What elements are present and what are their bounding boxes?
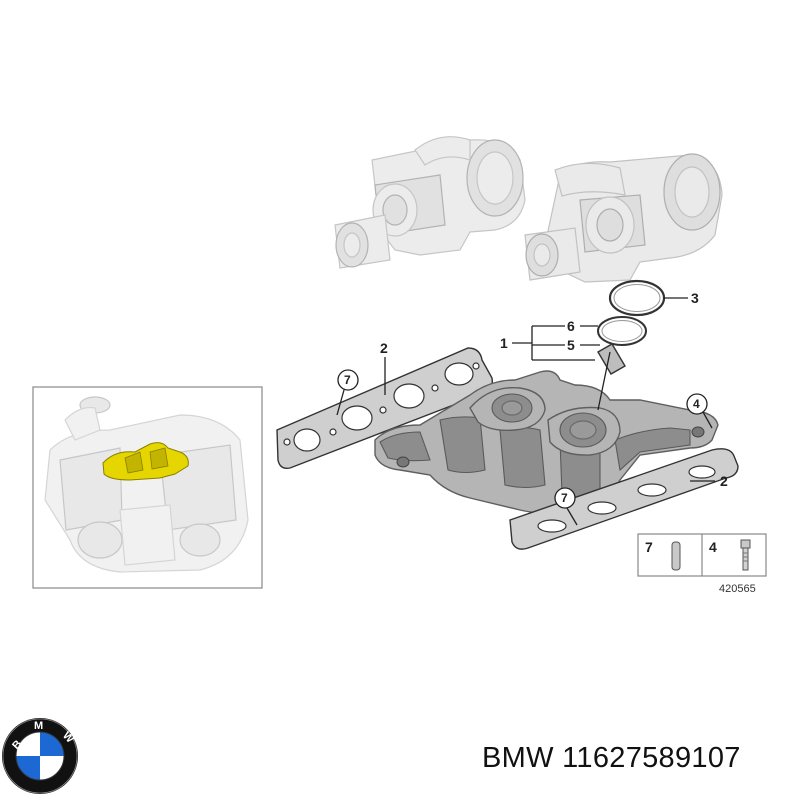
- sealing-ring-small: [597, 316, 647, 346]
- v-clamp: [597, 343, 626, 375]
- callout-5: 5: [567, 337, 575, 353]
- engine-inset: [32, 386, 263, 589]
- gasket-right: [509, 448, 739, 550]
- callout-2-right: 2: [720, 473, 728, 489]
- callout-3-group: 3: [664, 290, 699, 306]
- legend-item-7: 7: [645, 539, 653, 555]
- callout-2-top: 2: [380, 340, 388, 356]
- turbocharger-right: [524, 153, 723, 283]
- stud-bolt-icon: [740, 539, 751, 571]
- callout-2-top-group: 2: [380, 340, 388, 395]
- small-parts-legend: 7 4 420565: [637, 533, 767, 595]
- gasket-left: [276, 347, 493, 470]
- part-number-caption: BMW 11627589107: [482, 742, 741, 774]
- svg-text:M: M: [34, 720, 43, 732]
- exhaust-manifold: [374, 370, 719, 514]
- callout-2-right-group: 2: [690, 473, 728, 489]
- callout-7-bottom: 7: [561, 491, 568, 505]
- callout-6: 6: [567, 318, 575, 334]
- callout-1: 1: [500, 335, 508, 351]
- callout-7-bottom-group: 7: [554, 487, 578, 526]
- dowel-pin-icon: [671, 541, 681, 571]
- diagram-reference-code: 420565: [719, 583, 756, 595]
- callout-7-left-group: 7: [336, 369, 359, 416]
- callout-1-group: 1 6 5: [500, 318, 611, 411]
- callout-4: 4: [693, 397, 700, 411]
- callout-4-group: 4: [686, 393, 713, 429]
- turbocharger-left: [334, 136, 526, 269]
- bmw-logo: B M W: [2, 718, 78, 794]
- callout-7-left: 7: [344, 373, 351, 387]
- highlighted-manifold: [102, 442, 189, 481]
- legend-item-4: 4: [709, 539, 717, 555]
- sealing-ring: [608, 279, 666, 317]
- callout-3: 3: [691, 290, 699, 306]
